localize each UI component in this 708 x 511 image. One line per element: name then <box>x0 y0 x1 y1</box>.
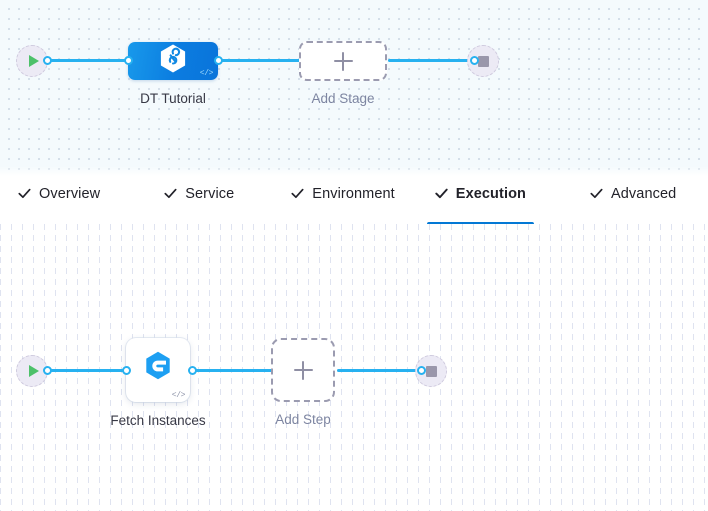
add-stage-button[interactable] <box>299 41 387 81</box>
step-start-output-port[interactable] <box>43 366 52 375</box>
stage-end-input-port[interactable] <box>470 56 479 65</box>
tab-execution[interactable]: Execution <box>426 176 535 225</box>
play-icon <box>28 55 39 67</box>
tab-label-execution: Execution <box>455 185 526 202</box>
fetch-instances-output-port[interactable] <box>188 366 197 375</box>
execution-step-canvas[interactable]: </> Fetch Instances Add Step <box>0 224 708 511</box>
edge-add-stage-to-end <box>388 59 474 62</box>
edge-start-to-fetch-instances <box>46 369 128 372</box>
add-step-button[interactable] <box>271 338 335 402</box>
dt-tutorial-input-port[interactable] <box>124 56 133 65</box>
stage-node-label-dt-tutorial: DT Tutorial <box>140 91 206 106</box>
step-graph: </> Fetch Instances Add Step <box>0 224 708 511</box>
hexagon-infinity-icon <box>159 44 187 79</box>
pipeline-stage-canvas[interactable]: </> DT Tutorial Add Stage <box>0 0 708 176</box>
add-step-label: Add Step <box>275 412 331 427</box>
step-node-label-fetch-instances: Fetch Instances <box>110 413 206 428</box>
edge-fetch-instances-to-add-step <box>191 369 273 372</box>
tab-overview[interactable]: Overview <box>18 176 100 224</box>
check-icon <box>164 187 177 200</box>
tab-service[interactable]: Service <box>164 176 234 224</box>
stage-start-output-port[interactable] <box>43 56 52 65</box>
check-icon <box>435 187 448 200</box>
stage-node-dt-tutorial[interactable]: </> <box>128 42 218 80</box>
step-end-node[interactable] <box>415 355 447 387</box>
play-icon <box>28 365 39 377</box>
plus-icon <box>333 51 353 71</box>
stop-icon <box>477 55 489 67</box>
harness-hexagon-e-icon <box>145 351 172 385</box>
plus-icon <box>293 360 313 380</box>
check-icon <box>18 187 31 200</box>
stage-config-tabs: Overview Service Environment Execution A… <box>0 176 708 225</box>
tab-environment[interactable]: Environment <box>291 176 395 224</box>
canvas-grid <box>0 224 708 511</box>
add-stage-label: Add Stage <box>311 91 375 106</box>
tab-label-advanced: Advanced <box>611 185 677 202</box>
dt-tutorial-output-port[interactable] <box>214 56 223 65</box>
code-icon: </> <box>171 391 186 400</box>
check-icon <box>590 187 603 200</box>
edge-start-to-dt-tutorial <box>46 59 131 62</box>
edge-add-step-to-end <box>337 369 419 372</box>
edge-dt-tutorial-to-add-stage <box>217 59 302 62</box>
stop-icon <box>425 365 437 377</box>
stage-graph: </> DT Tutorial Add Stage <box>0 0 708 176</box>
tab-label-overview: Overview <box>39 185 101 202</box>
check-icon <box>291 187 304 200</box>
fetch-instances-input-port[interactable] <box>122 366 131 375</box>
step-end-input-port[interactable] <box>417 366 426 375</box>
tab-advanced[interactable]: Advanced <box>590 176 676 224</box>
tab-label-service: Service <box>185 185 235 202</box>
tab-label-environment: Environment <box>312 185 395 202</box>
stage-start-node[interactable] <box>16 45 48 77</box>
step-node-fetch-instances[interactable]: </> <box>126 338 190 402</box>
code-icon: </> <box>199 69 214 78</box>
